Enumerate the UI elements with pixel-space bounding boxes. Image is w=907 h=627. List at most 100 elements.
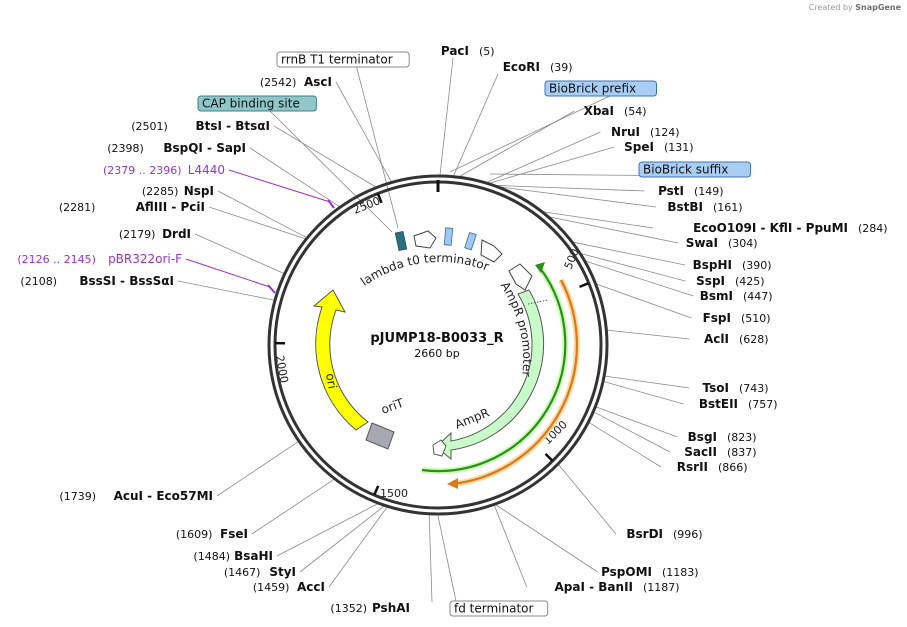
- site-label-acci[interactable]: AccI: [297, 580, 325, 594]
- feature-tag-suffix[interactable]: BioBrick suffix: [638, 161, 751, 178]
- site-position-btsi-bts-i: (2501): [131, 120, 168, 133]
- site-position-ecori: (39): [550, 61, 573, 74]
- site-label-acui-eco57mi[interactable]: AcuI - Eco57MI: [114, 489, 213, 503]
- site-label-asci[interactable]: AscI: [304, 75, 332, 89]
- feature-tag-rrnb[interactable]: rrnB T1 terminator: [276, 51, 410, 68]
- tick-mark-500: [579, 281, 590, 289]
- biobrick-suffix-block[interactable]: [464, 231, 477, 251]
- site-position-acli: (628): [739, 333, 769, 346]
- primer-label-l4440[interactable]: L4440: [188, 163, 225, 177]
- site-label-group: PacI(5)EcoRI(39)XbaI(54)NruI(124)SpeI(13…: [17, 44, 888, 617]
- site-label-ecori[interactable]: EcoRI: [503, 60, 540, 74]
- site-label-rsrii[interactable]: RsrII: [677, 460, 708, 474]
- site-label-apai-banii[interactable]: ApaI - BanII: [555, 580, 634, 594]
- credit-brand: SnapGene: [855, 3, 901, 12]
- feature-tag-prefix[interactable]: BioBrick prefix: [544, 80, 657, 97]
- leader-bsrdi: [558, 464, 617, 535]
- site-label-pspomi[interactable]: PspOMI: [601, 565, 652, 579]
- site-name-swai: SwaI: [686, 236, 718, 250]
- site-label-paci[interactable]: PacI: [441, 44, 469, 58]
- site-label-bstbi[interactable]: BstBI: [667, 200, 703, 214]
- site-name-paci: PacI: [441, 44, 469, 58]
- primer-label-pbr322ori-f[interactable]: pBR322ori-F: [108, 252, 182, 266]
- site-label-bspqi-sapi[interactable]: BspQI - SapI: [163, 141, 246, 155]
- fd-terminator-arrow-top[interactable]: [480, 239, 503, 263]
- site-label-afliii-pcii[interactable]: AflIII - PciI: [136, 200, 205, 214]
- leader-ecori: [453, 73, 499, 176]
- site-label-acli[interactable]: AclI: [704, 332, 729, 346]
- leader-psti: [496, 185, 645, 192]
- site-position-sspi: (425): [735, 275, 765, 288]
- site-position-fspi: (510): [741, 312, 771, 325]
- leader-spei: [489, 146, 615, 184]
- leader-bsphi: [573, 241, 686, 266]
- ori-label: ori: [323, 372, 339, 390]
- site-label-bsgi[interactable]: BsgI: [688, 430, 717, 444]
- leader-acci: [328, 506, 388, 588]
- orange-primer-line[interactable]: [451, 279, 579, 486]
- lambda-terminator-label: lambda t0 terminator: [358, 251, 491, 289]
- site-label-drdi[interactable]: DrdI: [162, 227, 191, 241]
- site-label-bsahi[interactable]: BsaHI: [234, 549, 273, 563]
- site-name-bsteii: BstEII: [699, 397, 738, 411]
- site-position-xbai: (54): [624, 105, 647, 118]
- site-label-tsoi[interactable]: TsoI: [703, 381, 729, 395]
- site-label-bsmi[interactable]: BsmI: [700, 289, 733, 303]
- site-label-nrui[interactable]: NruI: [611, 125, 640, 139]
- site-label-bsrdi[interactable]: BsrDI: [626, 527, 663, 541]
- tick-label-2000: 2000: [273, 354, 291, 384]
- site-position-bsphi: (390): [742, 259, 772, 272]
- ori-feature[interactable]: [312, 289, 369, 431]
- site-label-sspi[interactable]: SspI: [696, 274, 725, 288]
- biobrick-prefix-block[interactable]: [443, 227, 454, 246]
- leader-afliii-pcii: [208, 206, 306, 240]
- site-label-ecoo109i-kfli-ppumi[interactable]: EcoO109I - KflI - PpuMI: [693, 221, 848, 235]
- site-label-pshai[interactable]: PshAI: [372, 601, 410, 615]
- site-name-nrui: NruI: [611, 125, 640, 139]
- site-label-styi[interactable]: StyI: [269, 565, 296, 579]
- site-label-fsei[interactable]: FseI: [220, 527, 248, 541]
- site-label-bsssi-bsss-i[interactable]: BssSI - BssSαI: [79, 274, 174, 288]
- ampr-promoter-arrow[interactable]: [508, 263, 533, 291]
- primer-range-pbr322ori-f: (2126 .. 2145): [17, 253, 96, 266]
- leader-nspi: [217, 190, 307, 238]
- site-position-tsoi: (743): [739, 382, 769, 395]
- site-label-btsi-bts-i[interactable]: BtsI - BtsαI: [195, 119, 270, 133]
- feature-tag-cap[interactable]: CAP binding site: [197, 95, 317, 112]
- primer-bar-pbr322ori-f: [267, 284, 276, 294]
- site-label-nspi[interactable]: NspI: [184, 184, 214, 198]
- feature-tag-fd[interactable]: fd terminator: [449, 600, 549, 617]
- site-position-afliii-pcii: (2281): [59, 201, 96, 214]
- leader-bsmi: [585, 260, 694, 297]
- tick-mark-1000: [544, 452, 554, 462]
- leader-bsssi-bsss-i: [177, 280, 275, 301]
- plasmid-size: 2660 bp: [414, 347, 459, 360]
- site-position-bspqi-sapi: (2398): [107, 142, 144, 155]
- site-label-bsteii[interactable]: BstEII: [699, 397, 738, 411]
- site-position-asci: (2542): [260, 76, 297, 89]
- site-label-spei[interactable]: SpeI: [624, 140, 654, 154]
- lambda-terminator-arrow[interactable]: [413, 230, 437, 249]
- site-label-psti[interactable]: PstI: [658, 184, 684, 198]
- leader-lines: [177, 57, 706, 603]
- site-label-fspi[interactable]: FspI: [703, 311, 731, 325]
- backbone-outer-circle: [267, 174, 609, 516]
- leader-pshai: [428, 514, 433, 603]
- site-position-spei: (131): [664, 141, 694, 154]
- site-name-spei: SpeI: [624, 140, 654, 154]
- site-label-bsphi[interactable]: BspHI: [693, 258, 732, 272]
- site-name-bsgi: BsgI: [688, 430, 717, 444]
- green-primer-line[interactable]: [421, 267, 567, 473]
- site-name-bstbi: BstBI: [667, 200, 703, 214]
- orit-feature[interactable]: [365, 422, 395, 450]
- site-label-sacii[interactable]: SacII: [684, 445, 717, 459]
- site-label-xbai[interactable]: XbaI: [584, 104, 614, 118]
- feature-tag-box-cap: [197, 95, 317, 112]
- feature-tag-box-fd: [449, 600, 549, 617]
- site-name-bsmi: BsmI: [700, 289, 733, 303]
- rrnb-terminator-block[interactable]: [394, 230, 408, 252]
- site-label-swai[interactable]: SwaI: [686, 236, 718, 250]
- site-name-fspi: FspI: [703, 311, 731, 325]
- leader-bstbi: [501, 186, 657, 208]
